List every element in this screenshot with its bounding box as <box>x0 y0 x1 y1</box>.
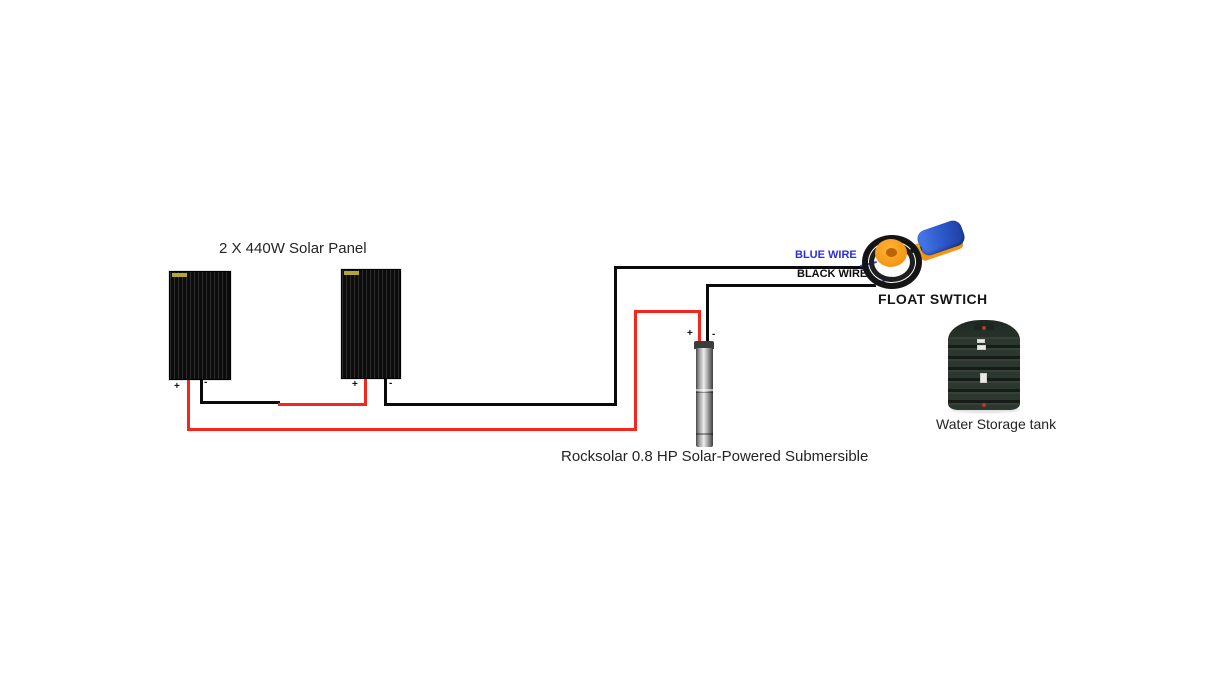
panel-sticker <box>344 271 359 275</box>
negative-wire-segment <box>200 380 203 404</box>
float-switch-label: FLOAT SWTICH <box>878 291 988 307</box>
pump-positive-terminal: + <box>687 328 693 339</box>
panel2-negative-terminal: - <box>389 378 393 389</box>
black-wire-label: BLACK WIRE <box>797 268 868 280</box>
tank-sticker <box>977 339 985 343</box>
negative-wire-segment <box>706 284 709 344</box>
positive-wire-segment <box>364 379 367 406</box>
negative-wire-segment <box>384 379 387 406</box>
pump-joint <box>696 389 713 391</box>
solar-panel-title: 2 X 440W Solar Panel <box>219 240 367 257</box>
solar-panel-2 <box>341 269 401 379</box>
tank-dome <box>948 320 1020 340</box>
pump-negative-terminal: - <box>712 329 716 340</box>
float-switch <box>858 218 970 308</box>
tank-sticker <box>977 345 986 350</box>
positive-wire-segment <box>698 310 701 343</box>
negative-wire-segment <box>614 266 863 269</box>
pump-cap <box>694 341 714 349</box>
negative-wire-segment <box>706 284 876 287</box>
cable-coil <box>862 235 922 289</box>
panel1-negative-terminal: - <box>204 377 208 388</box>
panel1-positive-terminal: + <box>174 381 180 392</box>
pump-body <box>696 348 713 447</box>
tank-top-marker <box>982 326 986 330</box>
positive-wire-segment <box>634 310 701 313</box>
panel-sticker <box>172 273 187 277</box>
pump-joint <box>696 392 713 393</box>
pump-label: Rocksolar 0.8 HP Solar-Powered Submersib… <box>561 448 869 465</box>
positive-wire-segment <box>634 310 637 431</box>
tank-level-gauge <box>980 373 987 383</box>
solar-panel-1 <box>169 271 231 380</box>
negative-wire-segment <box>384 403 617 406</box>
weight-hole <box>886 248 897 257</box>
positive-wire-segment <box>187 428 637 431</box>
blue-wire-label: BLUE WIRE <box>795 249 857 261</box>
pump-joint <box>696 433 713 435</box>
panel2-positive-terminal: + <box>352 379 358 390</box>
tank-label: Water Storage tank <box>936 416 1057 432</box>
negative-wire-segment <box>200 401 280 404</box>
tank-outlet-marker <box>982 403 986 407</box>
positive-wire-segment <box>187 380 190 430</box>
negative-wire-segment <box>614 266 617 406</box>
positive-wire-segment <box>278 403 367 406</box>
